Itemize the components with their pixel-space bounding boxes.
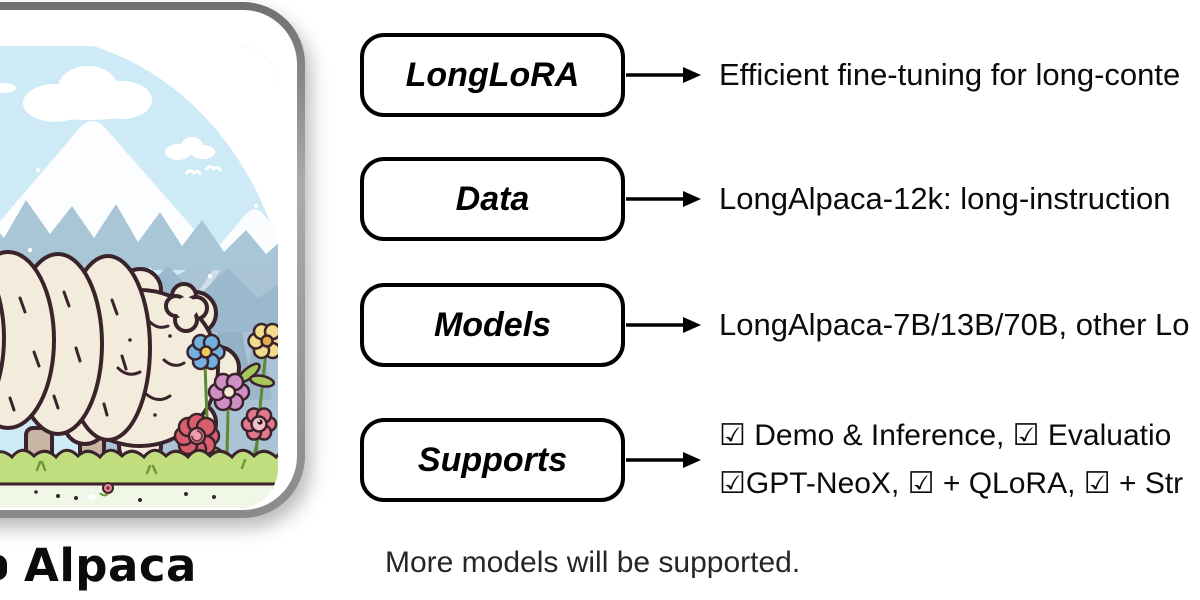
logo-partial-letter <box>0 555 7 580</box>
grass <box>0 448 278 508</box>
box-data-label: Data <box>455 179 530 218</box>
box-supports: Supports <box>360 418 625 502</box>
butterflies <box>184 165 222 176</box>
feature-row-supports: Supports ☑ Demo & Inference, ☑ Evaluatio… <box>360 418 1183 502</box>
feature-row-data: Data LongAlpaca-12k: long-instruction <box>360 157 1171 241</box>
logo: Alpaca <box>0 540 197 592</box>
alpaca-illustration <box>0 46 278 508</box>
footer-note: More models will be supported. <box>385 546 801 579</box>
supports-line-2: ☑GPT-NeoX, ☑ + QLoRA, ☑ + Str <box>719 467 1184 500</box>
supports-line-1: ☑ Demo & Inference, ☑ Evaluatio <box>719 419 1172 452</box>
description-longlora: Efficient fine-tuning for long-conte <box>719 57 1181 92</box>
feature-row-longlora: LongLoRA Efficient fine-tuning for long-… <box>360 33 1180 117</box>
box-data: Data <box>360 157 625 241</box>
box-models-label: Models <box>433 305 552 344</box>
arrow-right-icon <box>626 191 701 207</box>
box-longlora: LongLoRA <box>360 33 625 117</box>
description-supports: ☑ Demo & Inference, ☑ Evaluatio ☑GPT-Neo… <box>719 412 1183 508</box>
alpaca-body <box>0 250 241 469</box>
arrow-right-icon <box>626 67 701 83</box>
arrow-right-icon <box>626 452 701 468</box>
logo-text: Alpaca <box>24 539 197 592</box>
clouds <box>0 66 215 160</box>
description-models: LongAlpaca-7B/13B/70B, other Lo <box>719 307 1190 342</box>
box-models: Models <box>360 283 625 367</box>
arrow-right-icon <box>626 317 701 333</box>
fleece-texture <box>8 290 186 417</box>
feature-row-models: Models LongAlpaca-7B/13B/70B, other Lo <box>360 283 1190 367</box>
box-longlora-label: LongLoRA <box>405 55 580 94</box>
description-data: LongAlpaca-12k: long-instruction <box>719 181 1171 216</box>
box-supports-label: Supports <box>417 440 568 479</box>
